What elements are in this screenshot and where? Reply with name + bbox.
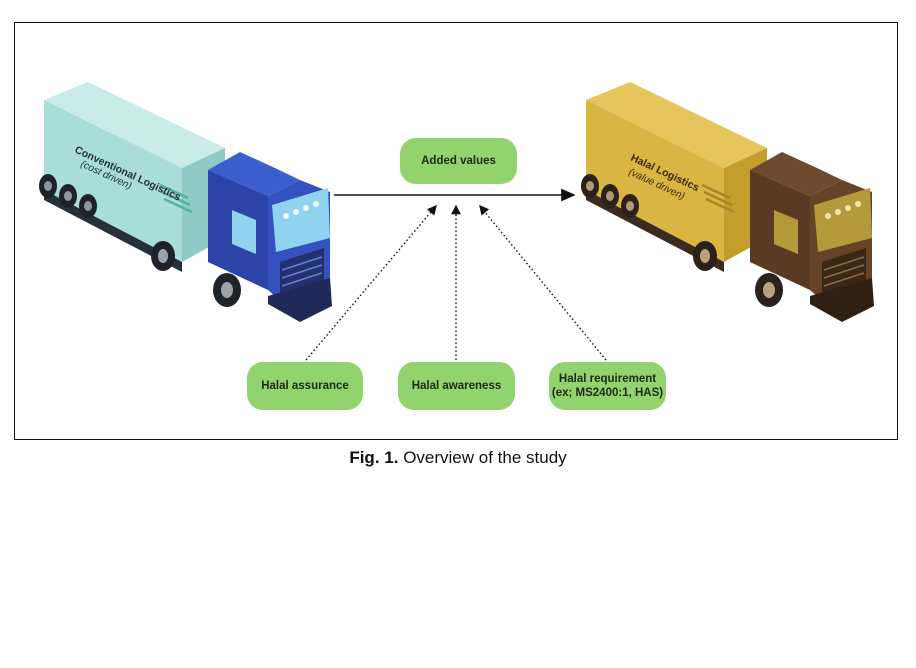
assurance-arrow xyxy=(305,204,437,361)
caption-text: Overview of the study xyxy=(403,448,567,467)
requirement-arrow xyxy=(479,204,607,361)
halal-assurance-node: Halal assurance xyxy=(247,362,363,410)
added-values-node: Added values xyxy=(400,138,517,184)
added-values-label: Added values xyxy=(421,154,496,167)
caption-label: Fig. 1. xyxy=(349,448,399,467)
halal-requirement-example: (ex; MS2400:1, HAS) xyxy=(551,387,664,399)
conventional-truck-illustration: Conventional Logistics (cost driven) xyxy=(39,82,332,322)
figure-caption: Fig. 1. Overview of the study xyxy=(0,448,916,468)
halal-requirement-node: Halal requirement (ex; MS2400:1, HAS) xyxy=(549,362,666,410)
halal-awareness-node: Halal awareness xyxy=(398,362,515,410)
halal-requirement-label: Halal requirement xyxy=(558,372,657,385)
halal-assurance-label: Halal assurance xyxy=(261,379,349,392)
halal-awareness-label: Halal awareness xyxy=(411,379,502,392)
halal-truck-illustration: Halal Logistics (value driven) xyxy=(581,82,874,322)
figure-frame xyxy=(14,22,898,440)
